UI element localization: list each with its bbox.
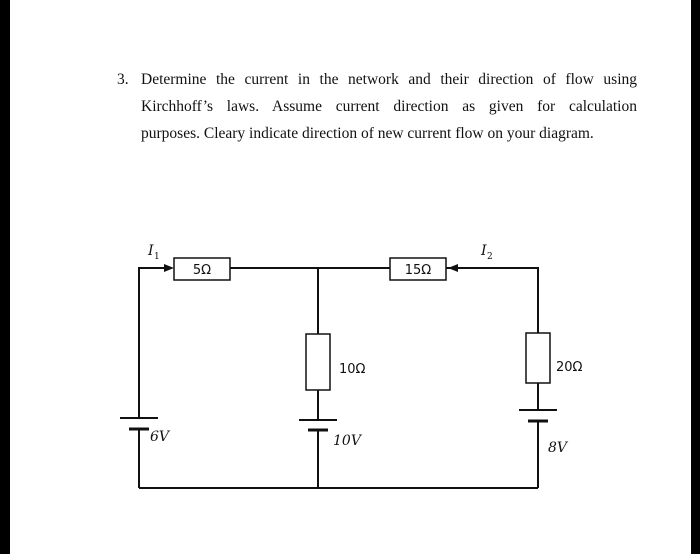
resistor-10-ohm: 10Ω	[305, 333, 366, 391]
question-line-1: Determine the current in the network and…	[141, 71, 637, 88]
battery-10v-label: 10V	[333, 433, 363, 449]
question-number: 3.	[117, 71, 129, 88]
resistor-10-label: 10Ω	[339, 362, 366, 377]
question-page	[10, 0, 691, 554]
current-i2-symbol: I	[480, 243, 487, 259]
question-line-3: purposes. Cleary indicate direction of n…	[141, 125, 594, 142]
battery-8v: 8V	[519, 409, 569, 456]
current-arrow-i1	[152, 264, 174, 272]
battery-10v: 10V	[299, 419, 363, 449]
battery-6v: 6V	[120, 417, 171, 445]
current-label-i1: I 1	[147, 243, 160, 262]
current-i1-subscript: 1	[154, 252, 160, 262]
wire-top-right	[445, 267, 539, 333]
resistor-15-label: 15Ω	[405, 263, 432, 278]
resistor-15-ohm: 15Ω	[389, 257, 447, 281]
current-i2-subscript: 2	[487, 252, 493, 262]
battery-6v-label: 6V	[150, 429, 171, 445]
resistor-5-label: 5Ω	[193, 263, 211, 278]
question-text: 3. Determine the current in the network a…	[117, 66, 637, 147]
current-i1-symbol: I	[147, 243, 154, 259]
resistor-20-ohm: 20Ω	[525, 332, 583, 384]
wire-left-upper	[138, 267, 152, 418]
resistor-20-label: 20Ω	[556, 360, 583, 375]
battery-8v-label: 8V	[548, 440, 569, 456]
circuit-wires	[138, 267, 539, 489]
current-arrow-i2	[448, 264, 468, 272]
question-line-2: Kirchhoff’s laws. Assume current directi…	[141, 98, 637, 115]
resistor-5-ohm: 5Ω	[173, 257, 231, 281]
current-label-i2: I 2	[480, 243, 493, 262]
